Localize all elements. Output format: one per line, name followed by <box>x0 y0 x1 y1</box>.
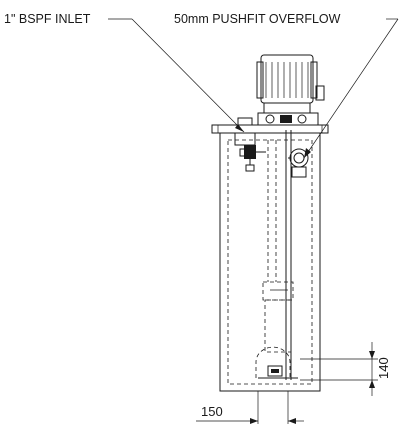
inlet-valve <box>234 117 266 172</box>
overflow-leader <box>303 18 399 159</box>
dimension-150-text: 150 <box>201 404 223 419</box>
overflow-label: 50mm PUSHFIT OVERFLOW <box>174 12 341 26</box>
pump-motor <box>256 54 325 126</box>
tank-body <box>219 132 321 392</box>
dimension-150: 150 <box>196 391 304 424</box>
riser-pipes <box>267 130 292 380</box>
inlet-leader <box>108 18 245 133</box>
top-flange <box>211 124 329 134</box>
submersible-pump <box>262 281 294 353</box>
inlet-label: 1" BSPF INLET <box>4 12 91 26</box>
dimension-140: 140 <box>300 342 391 396</box>
pump-base <box>255 346 298 379</box>
overflow-fitting <box>288 148 309 178</box>
dimension-140-text: 140 <box>376 357 391 379</box>
